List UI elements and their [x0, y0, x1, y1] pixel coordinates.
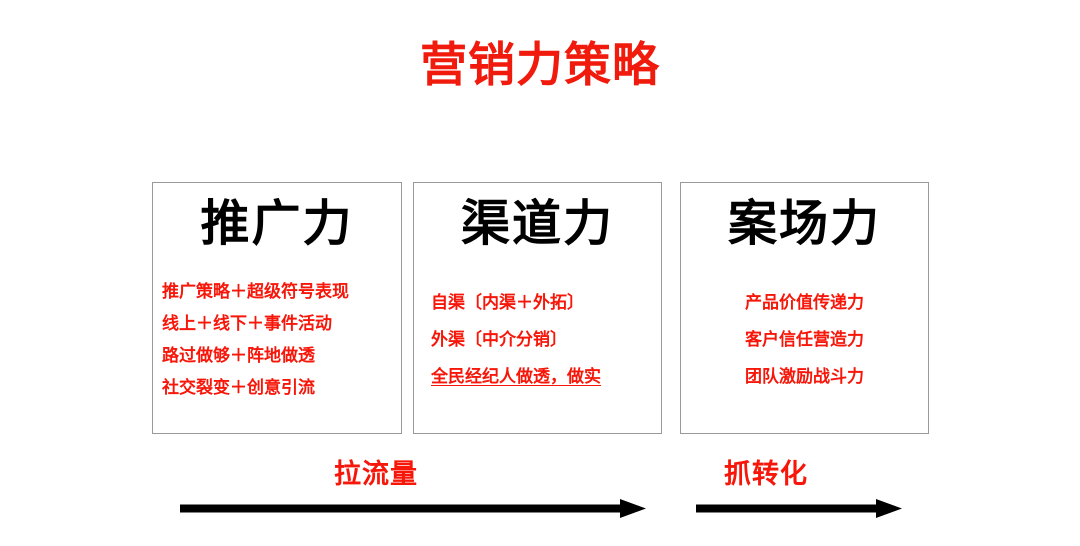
list-item: 路过做够＋阵地做透 — [162, 346, 315, 366]
pillar-card-channel: 渠道力 自渠〔内渠＋外拓〕 外渠〔中介分销〕 全民经纪人做透，做实 — [413, 182, 662, 434]
list-item: 线上＋线下＋事件活动 — [162, 314, 332, 334]
list-item: 团队激励战斗力 — [745, 367, 864, 387]
list-item: 外渠〔中介分销〕 — [431, 330, 567, 350]
pillar-heading: 推广力 — [200, 195, 354, 252]
list-item-emphasized: 全民经纪人做透，做实 — [431, 367, 601, 387]
list-item: 推广策略＋超级符号表现 — [162, 282, 349, 302]
right-arrow-icon — [180, 499, 646, 518]
pillar-detail-list: 产品价值传递力 客户信任营造力 团队激励战斗力 — [681, 295, 928, 406]
arrow-label-traffic: 拉流量 — [334, 459, 418, 490]
right-arrow-icon — [696, 499, 902, 518]
page-title: 营销力策略 — [420, 38, 660, 93]
pillar-card-sales-center: 案场力 产品价值传递力 客户信任营造力 团队激励战斗力 — [680, 182, 929, 434]
pillar-heading: 案场力 — [727, 195, 881, 252]
list-item: 客户信任营造力 — [745, 330, 864, 350]
pillar-heading: 渠道力 — [460, 195, 614, 252]
list-item: 自渠〔内渠＋外拓〕 — [431, 293, 584, 313]
list-item: 社交裂变＋创意引流 — [162, 378, 315, 398]
list-item: 产品价值传递力 — [745, 293, 864, 313]
pillar-card-promotion: 推广力 推广策略＋超级符号表现 线上＋线下＋事件活动 路过做够＋阵地做透 社交裂… — [152, 182, 402, 434]
arrow-label-conversion: 抓转化 — [724, 459, 808, 490]
pillar-detail-list: 推广策略＋超级符号表现 线上＋线下＋事件活动 路过做够＋阵地做透 社交裂变＋创意… — [153, 284, 401, 397]
pillar-detail-list: 自渠〔内渠＋外拓〕 外渠〔中介分销〕 全民经纪人做透，做实 — [414, 295, 661, 406]
